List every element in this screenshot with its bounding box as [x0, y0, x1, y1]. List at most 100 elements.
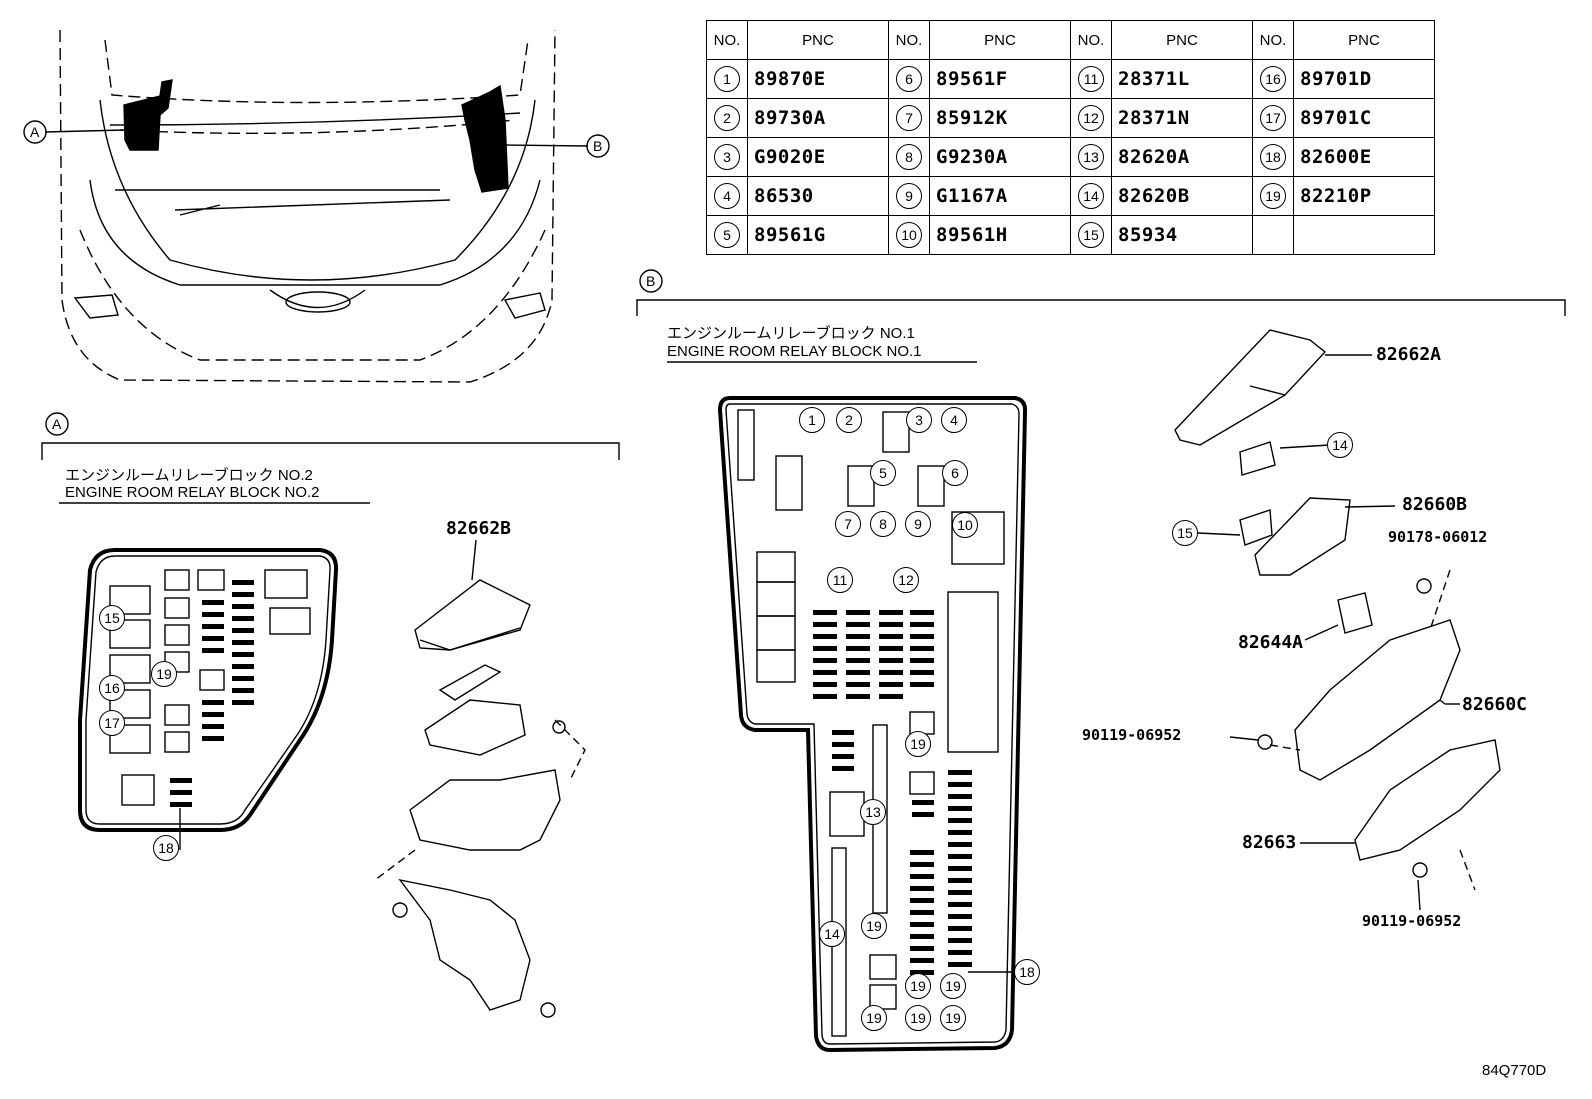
pnc-code-text: 89561F	[936, 68, 1008, 90]
part-bolt-bottom-label: 90119-06952	[1362, 912, 1462, 930]
marker-b-label: B	[593, 138, 603, 154]
header-no: NO.	[1252, 20, 1294, 60]
part-82663-label: 82663	[1242, 832, 1297, 853]
pnc-code-cell: G9020E	[747, 137, 889, 177]
pnc-no-cell: 15	[1070, 215, 1112, 255]
section-b-marker: B	[646, 273, 656, 289]
pnc-code-cell: G9230A	[929, 137, 1071, 177]
pnc-code-text: 89870E	[754, 68, 826, 90]
part-screw-top-label: 90178-06012	[1388, 528, 1488, 546]
pnc-no-cell: 10	[888, 215, 930, 255]
pnc-code-text: 89730A	[754, 107, 826, 129]
relay-block-no2-exploded	[374, 539, 586, 1018]
pnc-no-cell: 16	[1252, 59, 1294, 99]
callout-number: 18	[153, 835, 179, 861]
marker-a-label: A	[30, 124, 40, 140]
callout-number: 19	[905, 1005, 931, 1031]
pnc-code-cell: 82620A	[1111, 137, 1253, 177]
section-b-title-jp: エンジンルームリレーブロック NO.1	[667, 325, 915, 342]
callout-number: 15	[99, 605, 125, 631]
pnc-code-text: 86530	[754, 185, 814, 207]
pnc-code-text: 82600E	[1300, 146, 1372, 168]
pnc-code-cell: 89561F	[929, 59, 1071, 99]
pnc-no-cell: 11	[1070, 59, 1112, 99]
pnc-code-text: 89701C	[1300, 107, 1372, 129]
pnc-table-header: NO. PNC NO. PNC NO. PNC NO. PNC	[706, 20, 1435, 60]
pnc-number-circle: 13	[1078, 144, 1104, 170]
relay-block-no2-layout	[78, 548, 339, 850]
pnc-code-cell: 82210P	[1293, 176, 1435, 216]
callout-number: 2	[836, 407, 862, 433]
marker-a-circle	[23, 120, 47, 144]
pnc-number-circle: 5	[714, 222, 740, 248]
section-b-bracket	[636, 299, 1566, 316]
callout-number: 19	[861, 913, 887, 939]
section-a-title-jp: エンジンルームリレーブロック NO.2	[65, 467, 313, 484]
pnc-number-circle: 8	[896, 144, 922, 170]
pnc-code-text: 89561G	[754, 224, 826, 246]
pnc-code-cell: 89701D	[1293, 59, 1435, 99]
header-no: NO.	[1070, 20, 1112, 60]
pnc-code-cell	[1293, 215, 1435, 255]
pnc-no-cell: 9	[888, 176, 930, 216]
part-82644a-label: 82644A	[1238, 632, 1304, 653]
header-pnc: PNC	[747, 20, 889, 60]
pnc-number-circle: 19	[1260, 183, 1286, 209]
pnc-no-cell: 7	[888, 98, 930, 138]
pnc-number-circle: 18	[1260, 144, 1286, 170]
fuse-row-no1	[813, 610, 972, 975]
callout-number: 14	[819, 921, 845, 947]
callout-number: 4	[941, 407, 967, 433]
pnc-number-circle: 2	[714, 105, 740, 131]
block-location-a	[123, 79, 173, 151]
pnc-code-cell: 85934	[1111, 215, 1253, 255]
fuse-row-no2	[170, 580, 254, 807]
callout-number: 11	[827, 567, 853, 593]
callout-number: 14	[1327, 432, 1353, 458]
relay-block-no1-exploded	[1174, 329, 1501, 911]
pnc-code-cell: 82600E	[1293, 137, 1435, 177]
diagram-code: 84Q770D	[1482, 1062, 1547, 1079]
callout-number: 9	[905, 511, 931, 537]
marker-b-circle	[586, 134, 610, 158]
pnc-code-cell: G1167A	[929, 176, 1071, 216]
callout-number: 8	[870, 511, 896, 537]
pnc-number-circle: 12	[1078, 105, 1104, 131]
pnc-number-circle: 6	[896, 66, 922, 92]
section-a-marker: A	[52, 416, 62, 432]
pnc-number-circle: 14	[1078, 183, 1104, 209]
callout-number: 6	[942, 460, 968, 486]
pnc-no-cell: 1	[706, 59, 748, 99]
pnc-number-circle: 9	[896, 183, 922, 209]
pnc-number-circle: 3	[714, 144, 740, 170]
section-b-title-en: ENGINE ROOM RELAY BLOCK NO.1	[667, 343, 922, 360]
pnc-no-cell: 13	[1070, 137, 1112, 177]
pnc-number-circle: 17	[1260, 105, 1286, 131]
pnc-code-cell: 28371L	[1111, 59, 1253, 99]
pnc-code-text: 28371L	[1118, 68, 1190, 90]
pnc-no-cell: 6	[888, 59, 930, 99]
pnc-code-text: 89561H	[936, 224, 1008, 246]
pnc-code-text: 82620A	[1118, 146, 1190, 168]
callout-number: 10	[952, 512, 978, 538]
pnc-no-cell: 4	[706, 176, 748, 216]
pnc-table-row: 1 89870E 6 89561F 11 28371L 16 89701D	[706, 59, 1435, 99]
callout-number: 13	[860, 799, 886, 825]
callout-number: 12	[893, 567, 919, 593]
leader-b	[504, 144, 589, 147]
pnc-no-cell: 5	[706, 215, 748, 255]
callout-number: 15	[1172, 520, 1198, 546]
pnc-code-text: 85934	[1118, 224, 1178, 246]
pnc-code-cell: 28371N	[1111, 98, 1253, 138]
callout-number: 5	[870, 460, 896, 486]
pnc-code-cell: 89730A	[747, 98, 889, 138]
callout-number: 16	[99, 675, 125, 701]
pnc-number-circle: 15	[1078, 222, 1104, 248]
pnc-code-cell: 89561H	[929, 215, 1071, 255]
pnc-table: NO. PNC NO. PNC NO. PNC NO. PNC 1 89870E 6…	[706, 20, 1435, 255]
pnc-code-text: 89701D	[1300, 68, 1372, 90]
pnc-code-text: 82210P	[1300, 185, 1372, 207]
leader-a	[44, 129, 125, 133]
